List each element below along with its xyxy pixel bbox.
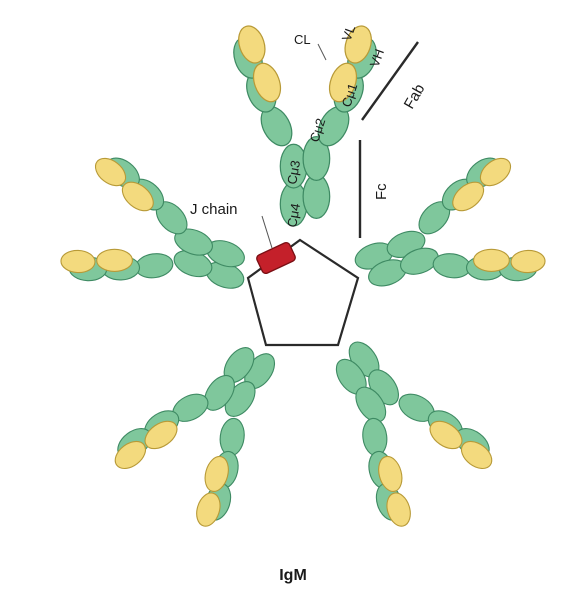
- cl-label: CL: [294, 32, 311, 47]
- diagram-title: IgM: [279, 567, 307, 584]
- j-chain-block: [256, 241, 296, 275]
- fc-label: Fc: [373, 183, 390, 200]
- pentagon-core: [246, 238, 360, 347]
- fab-bracket: [361, 41, 419, 121]
- cmu3-label: Cμ3: [284, 159, 303, 185]
- fab-label: Fab: [401, 81, 429, 112]
- cmu4-label: Cμ4: [284, 202, 303, 228]
- j-chain-leader: [261, 215, 273, 249]
- monomer-top: [228, 21, 382, 227]
- vh-label: VH: [367, 47, 387, 69]
- cmu2-label: Cμ2: [307, 116, 329, 144]
- cl-leader: [317, 43, 327, 61]
- monomer-upper-right: [335, 145, 555, 337]
- monomer-upper-left: [51, 145, 271, 337]
- cmu1-label: Cμ1: [339, 81, 361, 109]
- j-chain-label: J chain: [190, 201, 238, 218]
- vl-label: VL: [339, 23, 359, 43]
